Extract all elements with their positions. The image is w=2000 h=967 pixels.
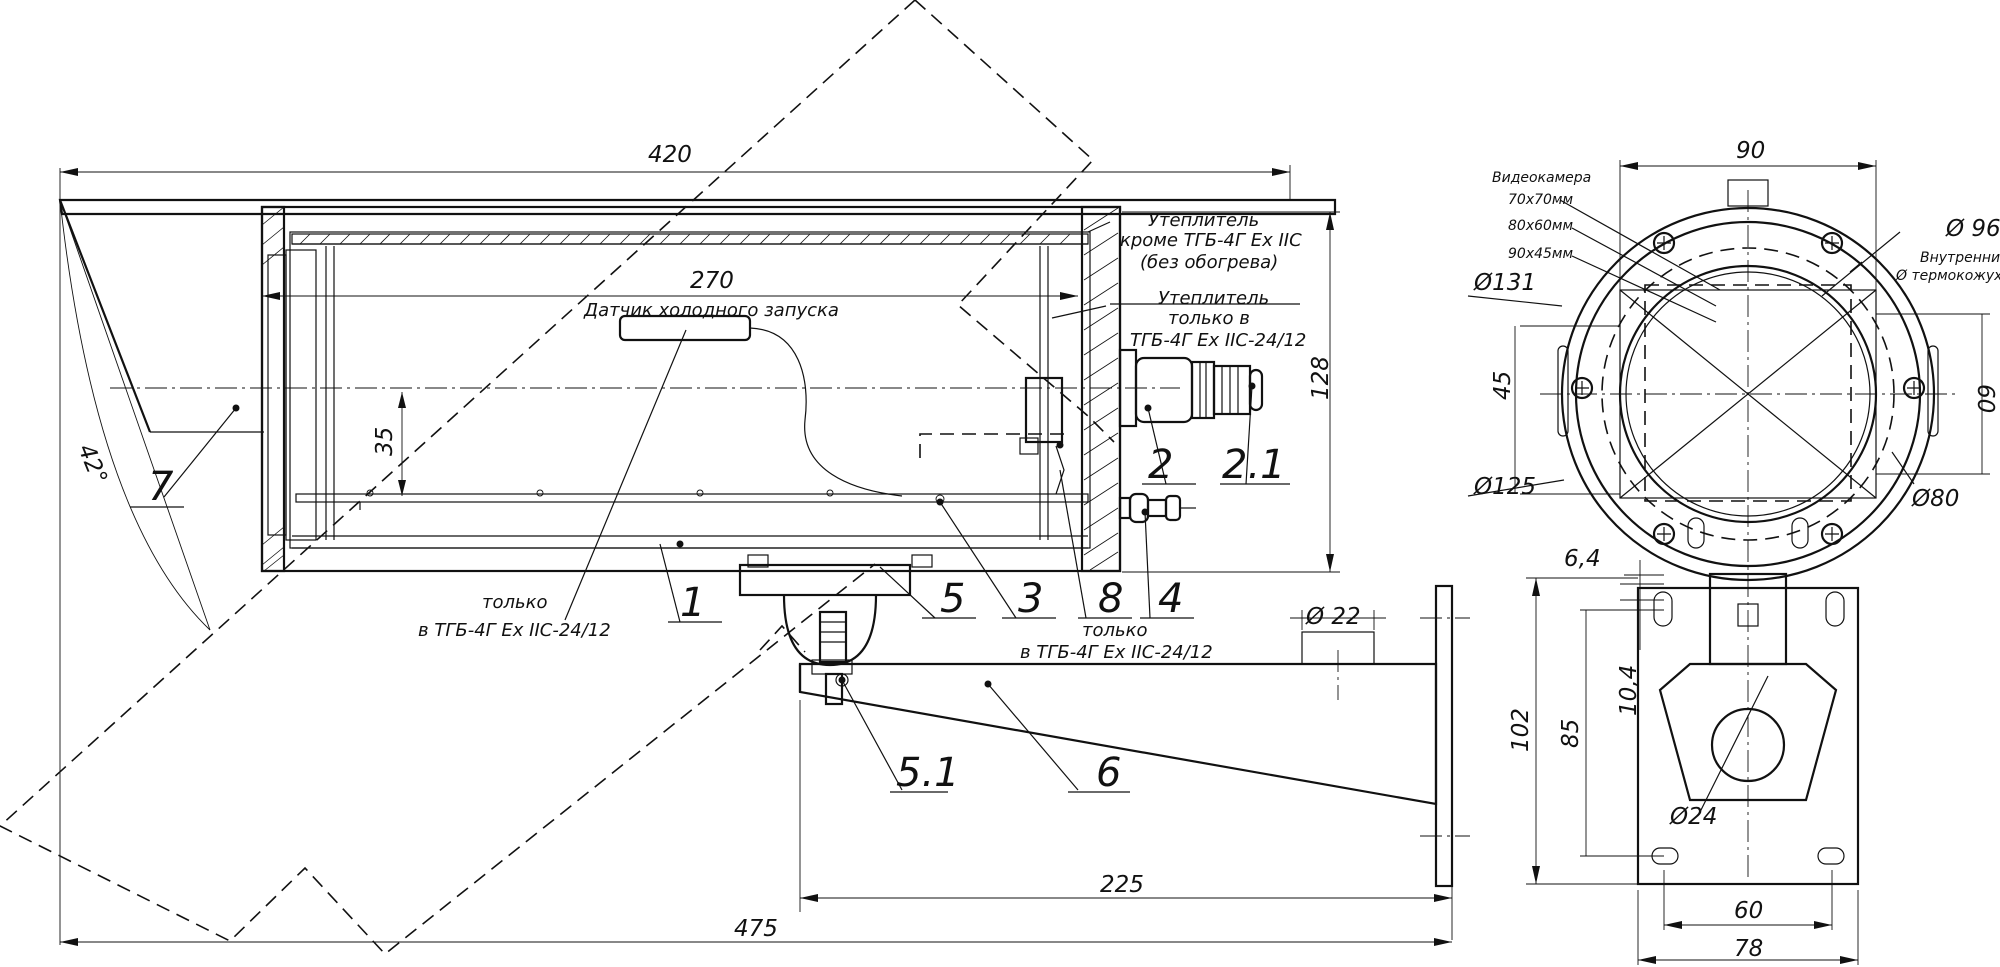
callout-4: 4 [1158, 576, 1183, 622]
callout-2: 2 [1148, 442, 1173, 488]
leader-lines [130, 221, 1300, 793]
dim-270: 270 [690, 268, 734, 294]
dimension-texts: 420 270 128 35 475 225 Ø 22 42° 90 Ø131 … [72, 138, 2000, 962]
insulation-1-title: Утеплитель [1148, 210, 1259, 231]
camera-size-2: 80x60мм [1508, 218, 1573, 234]
dim-60-base: 60 [1734, 898, 1763, 924]
hood-edge [58, 199, 152, 433]
fov-upper [914, 0, 1115, 443]
dim-225: 225 [1100, 872, 1144, 898]
dim-d96: Ø 96 [1945, 216, 2000, 242]
insulation-2-line3: ТГБ-4Г Ex IIC-24/12 [1130, 330, 1306, 351]
camera-title: Видеокамера [1492, 170, 1591, 186]
dim-102: 102 [1508, 708, 1534, 752]
insulation-1-line2: кроме ТГБ-4Г Ex IIC [1120, 230, 1302, 251]
fitting-4 [1118, 492, 1196, 524]
insulation-1-line3: (без обогрева) [1140, 252, 1278, 273]
dim-d80: Ø80 [1911, 486, 1959, 512]
dim-78: 78 [1734, 936, 1763, 962]
cable-gland [1118, 348, 1264, 428]
callout-8: 8 [1098, 576, 1123, 622]
sensor-cable [749, 327, 903, 497]
callout-5: 5 [940, 576, 965, 622]
callout-2-1: 2.1 [1222, 442, 1286, 488]
dim-45: 45 [1490, 371, 1516, 400]
cold-start-label: Датчик холодного запуска [583, 300, 839, 321]
angle-arc [59, 199, 211, 631]
dim-6-4: 6,4 [1564, 546, 1601, 572]
dim-35: 35 [372, 427, 398, 456]
insulation-2-title: Утеплитель [1158, 288, 1269, 309]
only-left-1: только [482, 592, 548, 613]
camera-size-3: 90x45мм [1508, 246, 1573, 262]
housing-body [260, 205, 1122, 573]
rear-cap [1039, 205, 1122, 573]
only-mid-1: только [1082, 620, 1148, 641]
dim-10-4: 10,4 [1616, 665, 1642, 716]
front-leaders [1467, 199, 1915, 813]
only-left-2: в ТГБ-4Г Ex IIC-24/12 [418, 620, 611, 641]
only-mid-2: в ТГБ-4Г Ex IIC-24/12 [1020, 642, 1213, 663]
callout-6: 6 [1096, 750, 1121, 796]
dim-420: 420 [648, 142, 692, 168]
dim-angle: 42° [72, 441, 111, 489]
bolt-heads [1570, 231, 1926, 546]
dim-d24: Ø24 [1669, 804, 1717, 830]
dim-60-right: 60 [1972, 384, 1998, 413]
annotation-texts: Датчик холодного запуска Утеплитель кром… [418, 170, 2000, 663]
insulation-2-line2: только в [1168, 308, 1250, 329]
inner-label-1: Внутренний [1920, 250, 2000, 266]
callout-7: 7 [148, 464, 174, 510]
bracket-front [1636, 572, 1860, 886]
camera-size-1: 70x70мм [1508, 192, 1573, 208]
mount-saddle [738, 554, 933, 706]
fov-lower [0, 0, 916, 956]
dim-d125: Ø125 [1473, 474, 1536, 500]
callout-3: 3 [1018, 576, 1043, 622]
dim-90: 90 [1736, 138, 1765, 164]
dim-d22: Ø 22 [1305, 604, 1361, 630]
top-insulation [291, 233, 1089, 245]
wall-bracket [798, 584, 1470, 888]
callout-numbers: 7 1 5 3 8 4 2 2.1 5.1 6 [148, 442, 1286, 796]
callout-5-1: 5.1 [896, 750, 960, 796]
dim-128: 128 [1308, 356, 1334, 400]
camera-plate [295, 489, 1089, 510]
callout-1: 1 [680, 580, 705, 626]
front-cap [260, 205, 335, 573]
front-view [1467, 160, 1990, 965]
dim-475: 475 [734, 916, 778, 942]
inner-label-2: Ø термокожуха [1895, 268, 2000, 284]
dim-d131: Ø131 [1473, 270, 1536, 296]
side-view [0, 0, 1470, 956]
dim-85: 85 [1558, 719, 1584, 748]
